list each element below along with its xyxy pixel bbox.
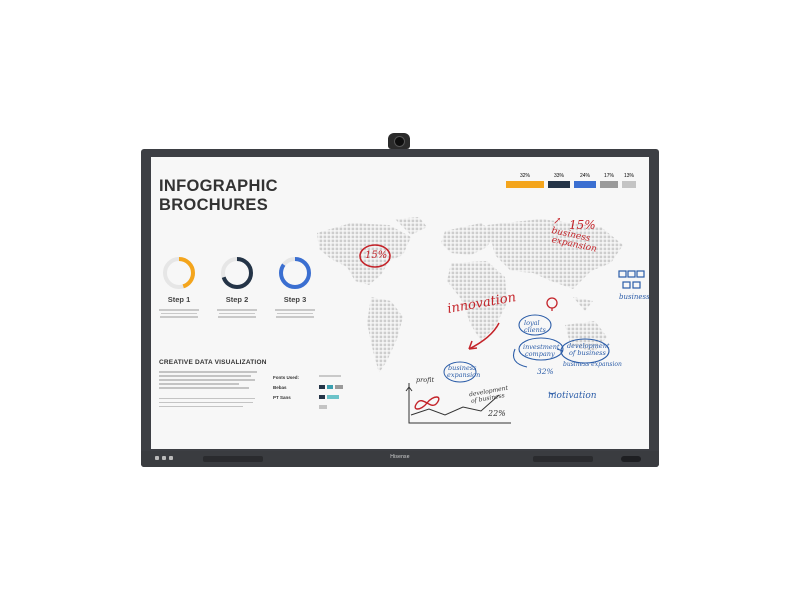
- step-1: Step 1: [157, 255, 201, 320]
- legend-bar: [622, 181, 636, 188]
- step-2-text: [215, 309, 259, 318]
- slide-title-line1: INFOGRAPHIC: [159, 177, 278, 195]
- font-pt-sans: PT Sans: [273, 395, 291, 400]
- menu-button-icon[interactable]: [169, 456, 173, 460]
- europe: [441, 223, 495, 255]
- legend-pct: 24%: [579, 173, 590, 179]
- asia: [487, 219, 623, 289]
- profit-chart-icon: [405, 383, 511, 424]
- org-chart-icon: [618, 270, 645, 289]
- annotation-business-icon: business: [619, 293, 649, 301]
- step-3: Step 3: [273, 255, 317, 320]
- red-arrow-down-icon: [468, 322, 500, 350]
- legend-item: 17%: [600, 173, 618, 188]
- slide-title: INFOGRAPHIC BROCHURES: [159, 177, 329, 215]
- step-3-text: [273, 309, 317, 318]
- annotation-business-mid-2: expansion: [447, 371, 481, 379]
- annotation-development-b-1: development: [567, 342, 610, 350]
- legend-pct: 33%: [553, 173, 564, 179]
- blue-bubble-mid-icon: [443, 361, 477, 383]
- south-america: [367, 297, 403, 373]
- ir-sensor-icon: [621, 456, 641, 462]
- legend-bar: [506, 181, 544, 188]
- annotation-business-expansion-b: business expansion: [563, 361, 622, 368]
- legend-item: 32%: [506, 173, 544, 188]
- step-3-donut-icon: [279, 257, 311, 289]
- legend-bar: [600, 181, 618, 188]
- legend-pct: 17%: [603, 173, 614, 179]
- annotation-motivation: motivation: [548, 391, 597, 401]
- control-buttons[interactable]: [155, 456, 173, 460]
- brand-logo: Hisense: [390, 454, 410, 460]
- greenland: [395, 217, 427, 235]
- left-speaker: [203, 456, 263, 462]
- swatch-row: [319, 395, 343, 405]
- camera-lens-icon: [394, 136, 405, 147]
- legend-pct: 13%: [623, 173, 634, 179]
- australia: [565, 321, 607, 351]
- legend-bar: [548, 181, 570, 188]
- step-1-text: [157, 309, 201, 318]
- bottom-bar: Hisense: [141, 451, 659, 467]
- section-title: CREATIVE DATA VISUALIZATION: [159, 359, 267, 366]
- step-2-label: Step 2: [225, 295, 249, 304]
- fonts-list: Fonts Used: Bebas PT Sans: [273, 375, 299, 405]
- power-button-icon[interactable]: [155, 456, 159, 460]
- step-1-label: Step 1: [167, 295, 191, 304]
- legend: 32% 33% 24% 17% 13%: [506, 173, 636, 188]
- color-swatches: [319, 375, 343, 415]
- red-lightbulb-icon: [546, 297, 558, 311]
- red-arrow-icon: ↗: [553, 216, 562, 227]
- legend-item: 13%: [622, 173, 636, 188]
- swatch-row: [319, 385, 343, 395]
- annotation-32: 32%: [537, 367, 554, 376]
- input-button-icon[interactable]: [162, 456, 166, 460]
- north-america: [317, 223, 411, 285]
- step-2: Step 2: [215, 255, 259, 320]
- step-3-label: Step 3: [283, 295, 307, 304]
- step-1-donut-icon: [163, 257, 195, 289]
- annotation-loyalty-1: loyal: [524, 319, 540, 327]
- legend-bar: [574, 181, 596, 188]
- annotation-investment-1: investment: [523, 343, 560, 351]
- fonts-used-label: Fonts Used:: [273, 375, 300, 380]
- annotation-loyalty-2: clients: [524, 326, 546, 334]
- slide-title-line2: BROCHURES: [159, 196, 269, 214]
- right-speaker: [533, 456, 593, 462]
- step-2-donut-icon: [221, 257, 253, 289]
- display-screen[interactable]: INFOGRAPHIC BROCHURES Step 1 Step 2 Step…: [151, 157, 649, 449]
- section-paragraph: [159, 371, 259, 410]
- swatch-row: [319, 375, 343, 385]
- africa: [447, 261, 507, 341]
- red-circle-icon: [359, 244, 391, 268]
- annotation-investment-2: company: [525, 350, 555, 358]
- swatch-row: [319, 405, 343, 415]
- annotation-profit: profit: [416, 376, 435, 384]
- indonesia: [573, 297, 593, 311]
- legend-item: 24%: [574, 173, 596, 188]
- annotation-15-circle: 15%: [365, 250, 388, 261]
- legend-item: 33%: [548, 173, 570, 188]
- annotation-22: 22%: [488, 409, 506, 418]
- annotation-business-mid-1: business: [448, 364, 477, 372]
- annotation-15-top: 15%: [569, 218, 596, 232]
- world-map: [317, 217, 623, 373]
- font-bebas: Bebas: [273, 385, 287, 390]
- blue-bubbles-icon: [512, 314, 610, 368]
- legend-pct: 32%: [519, 173, 530, 179]
- brace-icon: ⏟: [549, 380, 557, 394]
- annotation-development-b-2: of business: [569, 349, 606, 357]
- webcam: [388, 133, 410, 149]
